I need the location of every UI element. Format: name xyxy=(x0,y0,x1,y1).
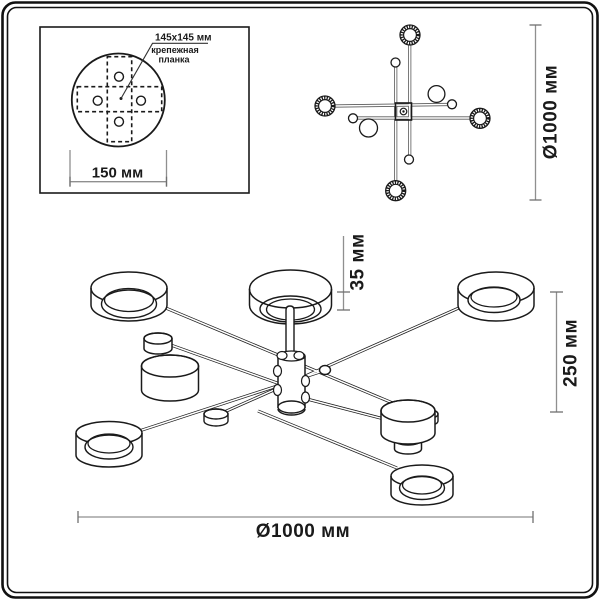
arm-cap xyxy=(347,113,359,124)
detail-box: 145x145 мм крепежная планка 150 мм xyxy=(39,26,250,194)
dim-150-lines xyxy=(69,150,168,187)
dim-canopy-height: 35 мм xyxy=(337,233,369,311)
screw-hole xyxy=(113,116,125,127)
dim-150-label: 150 мм xyxy=(92,165,143,182)
screw-hole xyxy=(92,95,103,106)
rod-cap xyxy=(318,364,332,376)
callout-text-line1: крепежная xyxy=(151,45,198,55)
ring-lamp xyxy=(469,107,491,129)
dim-top-view-height: Ø1000 мм xyxy=(529,24,562,201)
mounting-bar-horizontal xyxy=(76,85,163,113)
cup-shade xyxy=(380,399,436,445)
hub-square-top-view xyxy=(394,102,413,121)
dim-diameter-label: Ø1000 мм xyxy=(256,521,350,542)
dim-diameter: Ø1000 мм xyxy=(77,511,534,542)
dim-total-height-label: 250 мм xyxy=(561,319,582,387)
dim-top-view-height-label: Ø1000 мм xyxy=(541,65,562,159)
dim-canopy-height-label: 35 мм xyxy=(348,233,369,290)
hub-sleeve xyxy=(272,383,283,397)
ring-lamp-top-left xyxy=(90,271,168,322)
top-view: Ø1000 мм xyxy=(314,24,562,202)
ring-lamp xyxy=(399,24,421,46)
mounting-cross-dashed xyxy=(76,55,163,143)
screw-hole xyxy=(113,71,125,82)
top-view-arms xyxy=(334,44,470,181)
arm-cap xyxy=(390,57,401,68)
dim-total-height: 250 мм xyxy=(550,291,582,413)
hub-sleeve xyxy=(300,391,311,404)
ring-lamp-bottom-right xyxy=(390,464,454,506)
ring-lamp-bottom-left xyxy=(75,420,143,468)
cup-puck xyxy=(143,332,173,355)
arm-end-caps xyxy=(347,57,458,165)
ring-lamp-top-right xyxy=(457,271,535,322)
screw-holes xyxy=(92,71,147,127)
hub-sleeves xyxy=(272,350,311,404)
hub-cylinder xyxy=(277,350,306,416)
arm-cap xyxy=(403,154,415,165)
ring-lamp xyxy=(385,180,407,202)
hub-sleeve xyxy=(300,374,311,388)
cup-lamp-top-view xyxy=(358,118,379,138)
cup-lamp-top-view xyxy=(427,84,446,104)
ring-lamp xyxy=(314,95,336,117)
cup-lamp-bottom xyxy=(380,399,436,455)
mounting-bar-vertical xyxy=(106,55,133,143)
hub-sleeve xyxy=(272,364,283,378)
screw-hole xyxy=(135,95,147,106)
callout-text-line2: планка xyxy=(158,55,190,65)
side-view: 35 мм 250 мм Ø1000 мм xyxy=(75,233,582,542)
callout-leader xyxy=(120,42,208,99)
cup-lamp-left xyxy=(140,332,200,402)
canopy xyxy=(248,269,333,325)
callout-size-label: 145x145 мм xyxy=(155,33,212,44)
stem-rod xyxy=(285,305,295,358)
rod-cap xyxy=(203,408,229,427)
plate-circle xyxy=(70,52,166,148)
ring-lamps-top-view xyxy=(314,24,491,202)
hub-sleeve xyxy=(293,350,305,361)
arm-cap xyxy=(446,99,458,110)
cup-shade xyxy=(140,354,200,402)
hub-sleeve xyxy=(276,350,288,361)
hub-center-dot xyxy=(402,110,405,113)
inner-frame xyxy=(6,6,594,594)
